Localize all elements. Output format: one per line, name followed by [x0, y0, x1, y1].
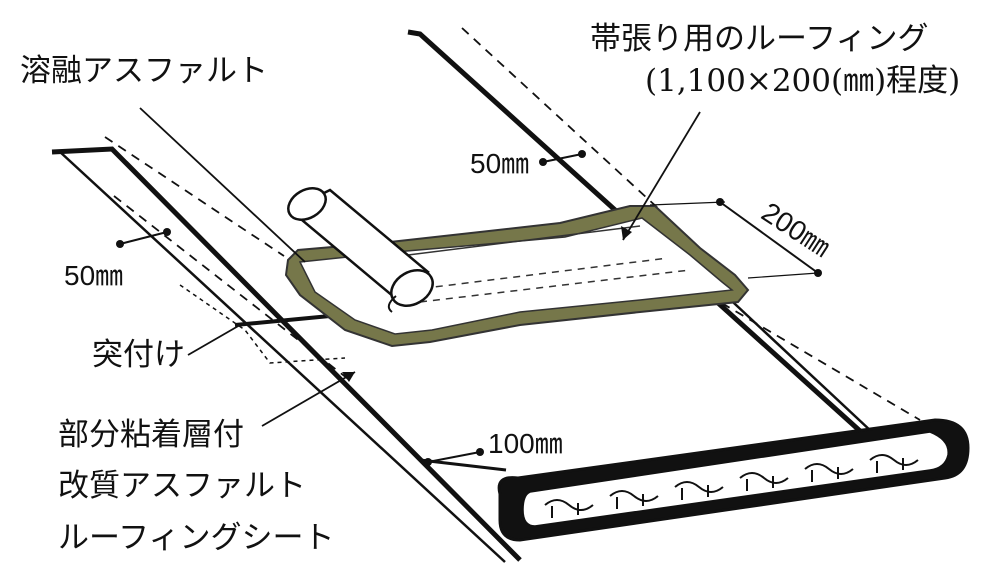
label-strip-roofing-line1: 帯張り用のルーフィング	[590, 21, 929, 57]
leader-molten-asphalt	[139, 107, 306, 263]
label-sheet-line1: 部分粘着層付	[58, 417, 244, 453]
edge-100mm-dim-line	[427, 451, 481, 463]
dim-right-overlap: 50㎜	[470, 148, 530, 179]
dim-left-overlap: 50㎜	[64, 260, 124, 291]
edge-100mm-tick-a	[424, 458, 432, 466]
rolled-sheet-pattern	[544, 454, 919, 518]
dimension-markers	[116, 150, 822, 466]
strip-200mm-ext-line	[649, 201, 726, 206]
butt-joint	[179, 284, 346, 364]
leader-sheet	[261, 371, 356, 427]
right-sheet-dashed-line	[461, 27, 661, 211]
rolled-sheet-inner	[522, 431, 949, 527]
right-50mm-dim-line	[542, 153, 583, 163]
roofing-roll	[287, 187, 434, 313]
leader-butt-joint	[187, 324, 241, 356]
right-50mm-tick-a	[539, 158, 547, 166]
strip-inner-line	[399, 225, 641, 257]
roll-end-back	[287, 187, 327, 221]
left-sheet-outer-edge	[51, 146, 522, 562]
label-strip-roofing-line2: (1,100×200(㎜)程度)	[645, 63, 961, 99]
right-sheet-side-line	[719, 289, 873, 433]
leader-strip-roofing-arrow	[621, 226, 632, 240]
strip-200mm-dim-line	[719, 201, 819, 274]
left-50mm-dim-line	[119, 231, 168, 245]
leader-strip-roofing	[622, 111, 701, 241]
strip-200mm-ext-line-2	[747, 272, 819, 279]
rolled-sheet-bottom	[419, 418, 970, 542]
roll-curl	[387, 295, 397, 313]
strip-dashed-centerline	[409, 257, 669, 291]
label-sheet-line3: ルーフィングシート	[58, 520, 335, 556]
left-sheet-dashed-line-2	[113, 195, 353, 383]
label-butt-joint: 突付け	[92, 337, 185, 373]
left-50mm-tick-b	[163, 228, 171, 236]
label-sheet-line2: 改質アスファルト	[58, 468, 306, 504]
strip-dashed-centerline-2	[419, 269, 691, 303]
leader-sheet-arrow	[342, 372, 355, 382]
right-50mm-tick-b	[578, 150, 586, 158]
left-50mm-tick-a	[116, 240, 124, 248]
label-molten-asphalt: 溶融アスファルト	[20, 53, 268, 89]
right-sheet-dashed-line-2	[707, 294, 921, 421]
left-roofing-sheet	[51, 136, 522, 563]
dim-edge-margin: 100㎜	[488, 428, 563, 459]
left-sheet-dashed-line	[104, 136, 285, 257]
butt-joint-line	[234, 314, 331, 327]
edge-100mm-tick-b	[476, 448, 484, 456]
leader-lines	[139, 107, 701, 427]
left-sheet-inner-edge	[58, 150, 506, 563]
butt-joint-dotted-outline	[179, 284, 346, 364]
